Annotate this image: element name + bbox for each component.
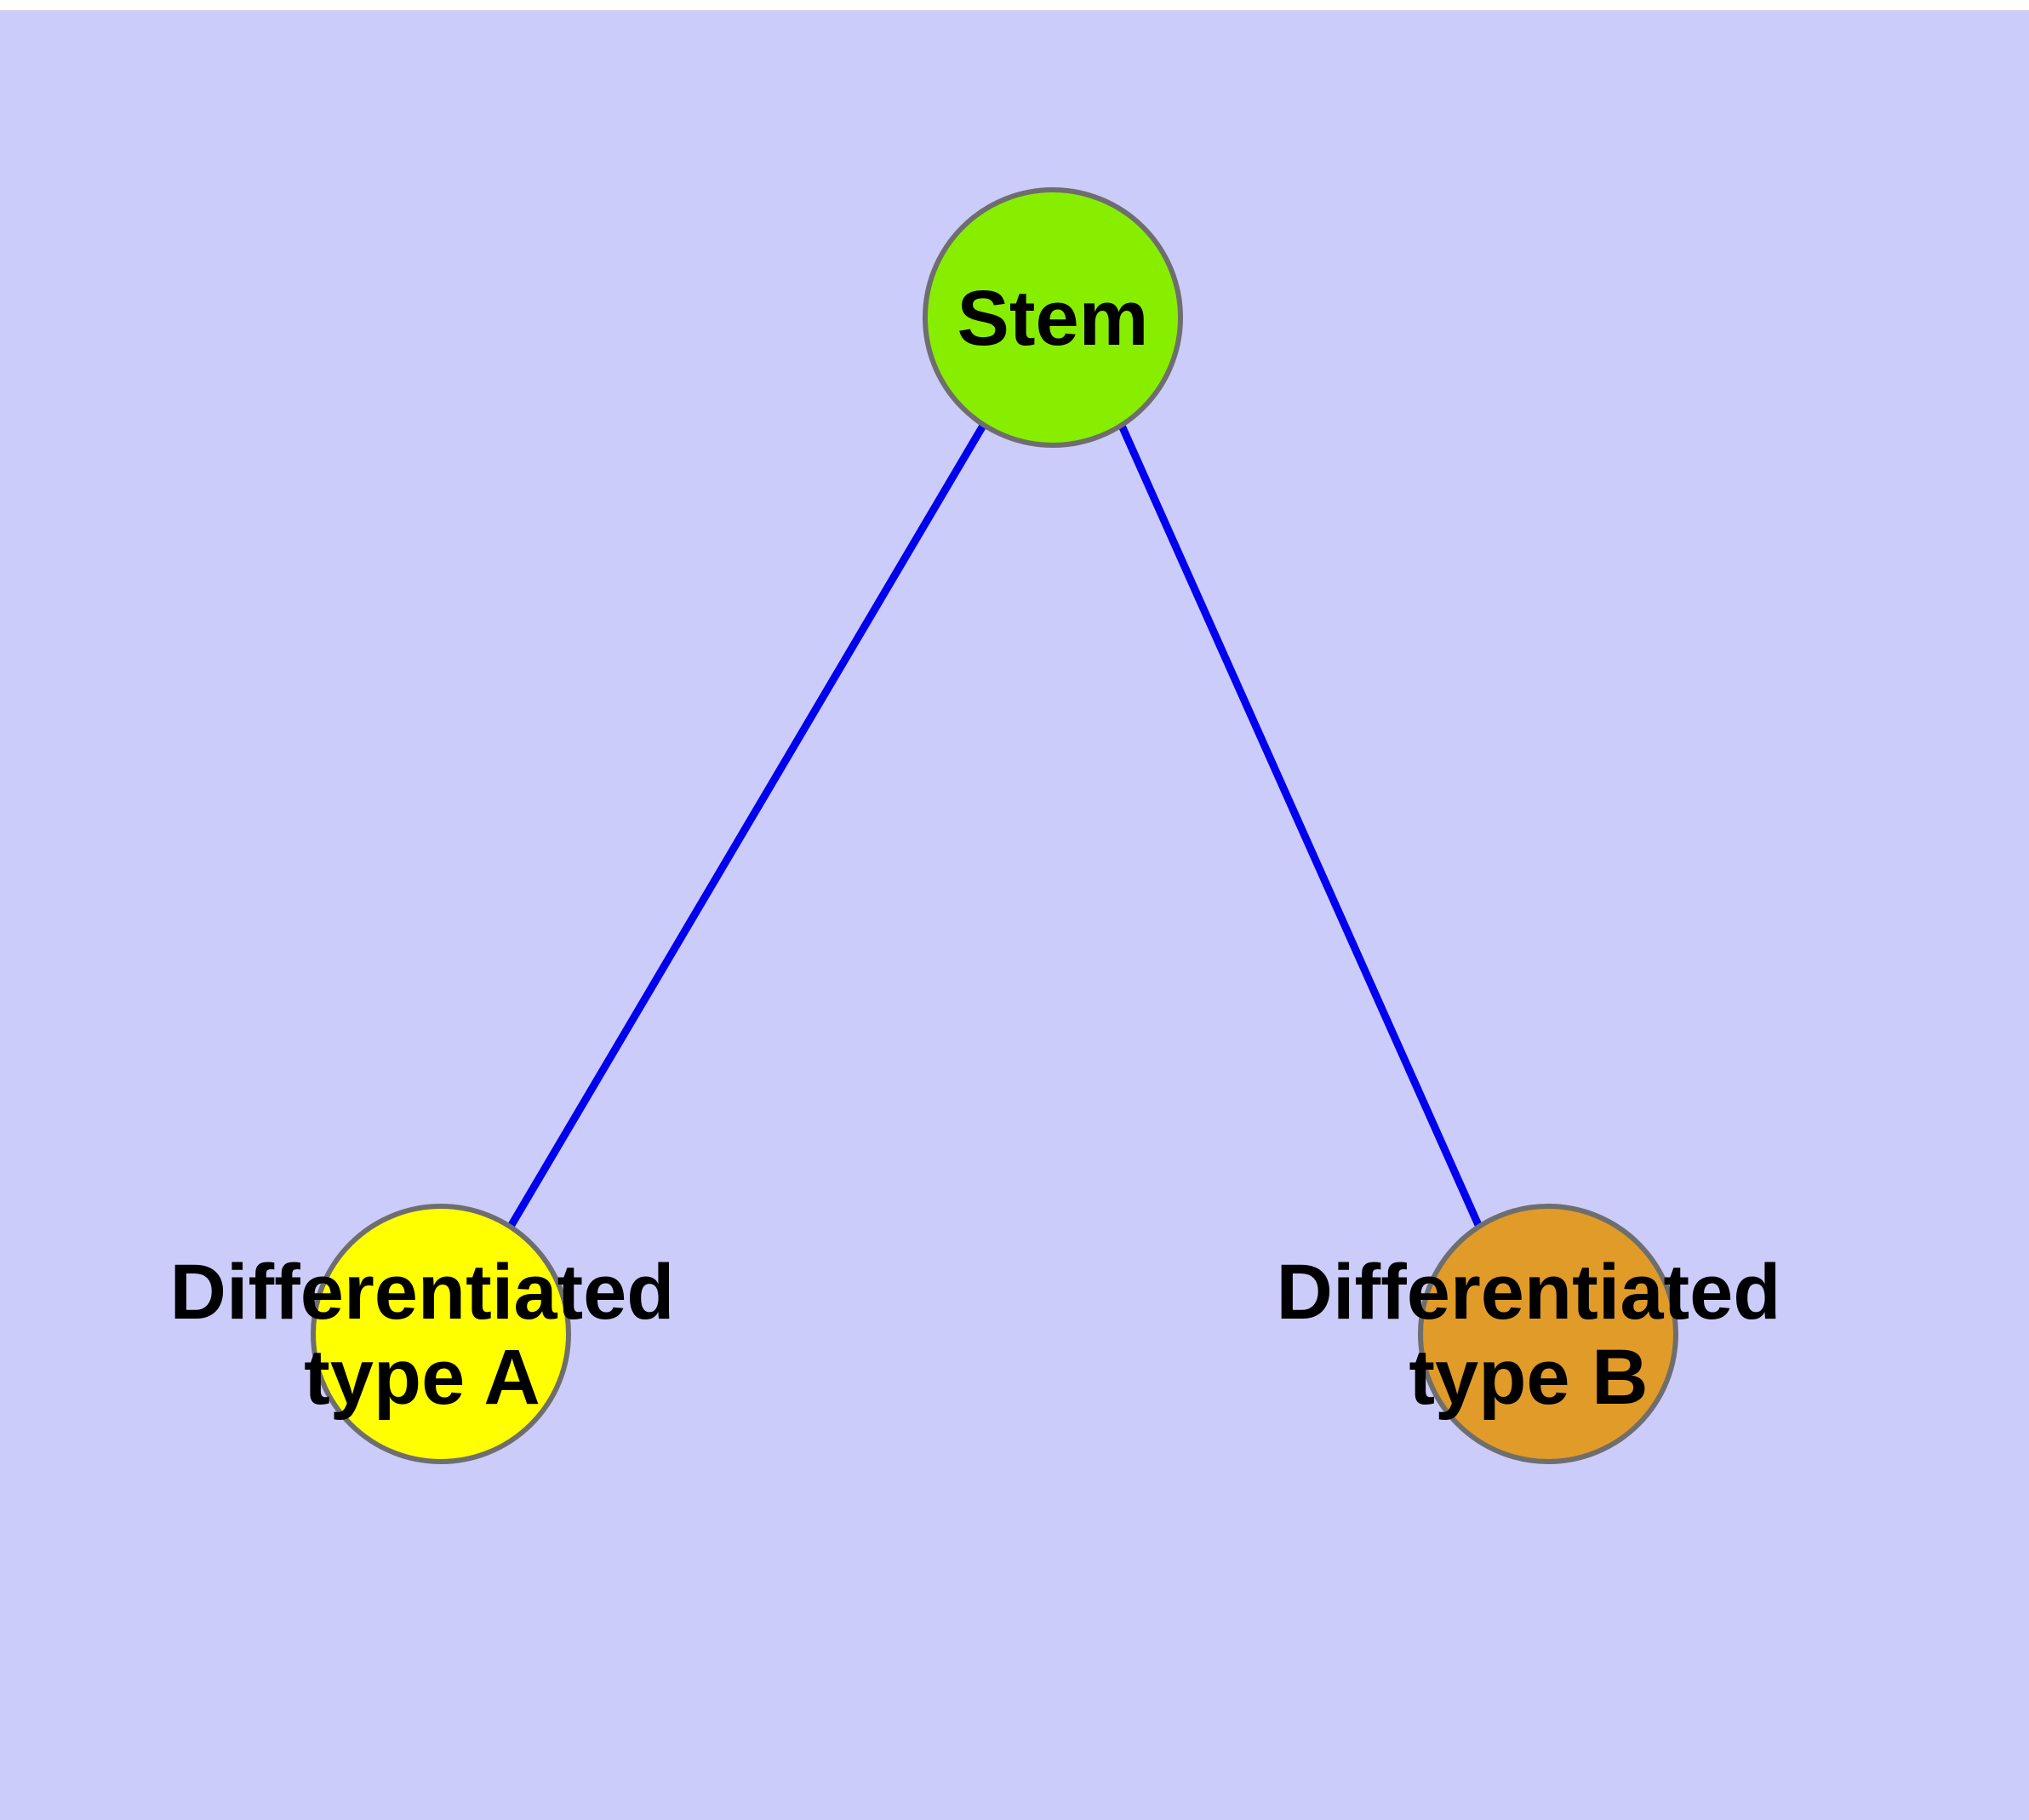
node-diff-a[interactable]: Differentiated type A <box>170 1204 675 1464</box>
node-diff-b-label-line-1: Differentiated <box>1277 1249 1781 1336</box>
node-diff-a-circle[interactable] <box>311 1204 571 1464</box>
node-diff-a-label-line-2: type A <box>304 1334 540 1421</box>
node-diff-b[interactable]: Differentiated type B <box>1277 1204 1781 1464</box>
edge-stem-to-diff-a[interactable] <box>508 423 986 1228</box>
node-diff-a-label-line-1: Differentiated <box>170 1249 675 1336</box>
node-diff-b-circle[interactable] <box>1418 1204 1678 1464</box>
node-diff-b-label-line-2: type B <box>1409 1334 1648 1421</box>
node-stem[interactable]: Stem <box>923 187 1183 448</box>
node-stem-label-line-1: Stem <box>957 275 1149 362</box>
edges-layer <box>508 423 1483 1228</box>
node-stem-circle[interactable] <box>923 187 1183 448</box>
edge-stem-to-diff-b[interactable] <box>1117 424 1483 1227</box>
